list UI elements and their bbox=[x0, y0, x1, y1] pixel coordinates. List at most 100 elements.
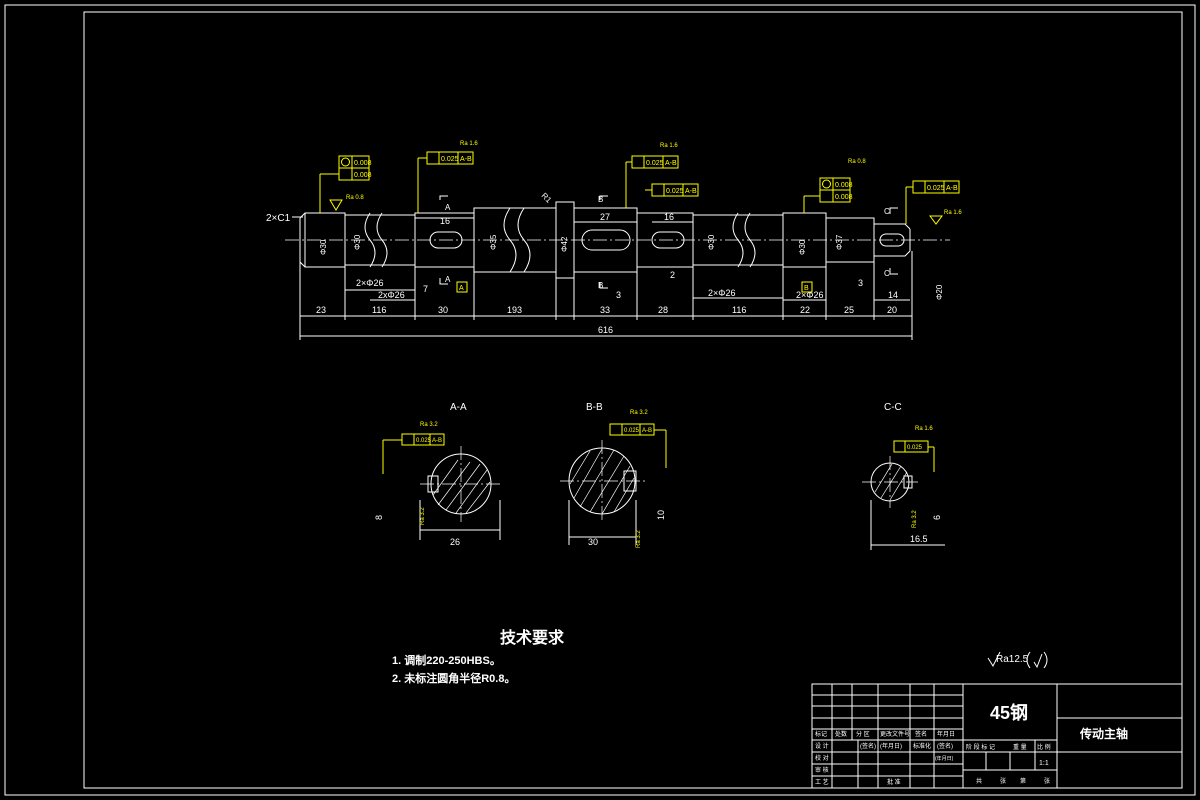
section-mark-a-bottom: A bbox=[445, 275, 451, 284]
roughness-symbol bbox=[987, 651, 1001, 668]
section-mark-b-bottom: B bbox=[598, 281, 603, 290]
section-cc: C-C 0.025 Ra 1.6 16.5 6 Ra 3.2 bbox=[862, 402, 945, 550]
dim-bottom-6: 28 bbox=[658, 305, 668, 315]
tolerance-frame-3: 0.025 A-B bbox=[625, 155, 679, 208]
tolerance-frame-5: 0.008 0.008 bbox=[803, 177, 853, 213]
tech-notes-title: 技术要求 bbox=[500, 628, 565, 647]
dia-label-4: Φ42 bbox=[560, 236, 569, 252]
tb-left-label-4: 工 艺 bbox=[815, 778, 829, 786]
section-mark-b-top: B bbox=[598, 195, 603, 204]
ra-label-1: Ra 0.8 bbox=[346, 195, 364, 201]
dim-bottom-5: 33 bbox=[600, 305, 610, 315]
tb-sign-2: (年月日) bbox=[880, 742, 902, 750]
svg-text:0.025: 0.025 bbox=[416, 438, 432, 444]
dim-bottom-4: 193 bbox=[507, 305, 522, 315]
shaft-outline-top bbox=[299, 201, 911, 230]
tb-sheet-label-3: 第 bbox=[1020, 777, 1026, 785]
datum-a-box bbox=[456, 281, 468, 293]
tb-material: 45钢 bbox=[990, 702, 1028, 723]
tb-row-label-3: 分 区 bbox=[856, 730, 870, 738]
datum-a-label: A bbox=[459, 285, 464, 292]
dim-bottom-8: 22 bbox=[800, 305, 810, 315]
tb-left-label-1: 设 计 bbox=[815, 742, 829, 750]
tech-note-2: 2. 未标注圆角半径R0.8。 bbox=[392, 671, 515, 685]
tolerance-frame-6: 0.025 A-B bbox=[905, 180, 960, 224]
section-mark-c-top: C bbox=[884, 207, 890, 216]
tb-scale-label: 比 例 bbox=[1037, 743, 1051, 751]
dim-bottom-1: 23 bbox=[316, 305, 326, 315]
section-bb-width: 30 bbox=[588, 537, 598, 547]
svg-text:A-B: A-B bbox=[432, 438, 442, 444]
section-aa-title: A-A bbox=[450, 402, 467, 413]
tech-note-1: 1. 调制220-250HBS。 bbox=[392, 653, 501, 667]
svg-text:0.025: 0.025 bbox=[907, 445, 923, 451]
dim-small-8: 16 bbox=[664, 212, 674, 222]
tb-sign-1: (签名) bbox=[860, 742, 876, 750]
dia-label-6: Φ30 bbox=[798, 239, 807, 255]
dia-label-8: Φ20 bbox=[935, 284, 944, 300]
svg-text:0.008: 0.008 bbox=[354, 172, 372, 179]
section-bb-depth: 10 bbox=[656, 510, 666, 520]
dim-small-1: 7 bbox=[423, 284, 428, 294]
tb-sheet-label-1: 共 bbox=[976, 777, 982, 785]
dim-small-7: 27 bbox=[600, 212, 610, 222]
tb-weight-label: 重 量 bbox=[1013, 743, 1027, 751]
section-cc-title: C-C bbox=[884, 402, 902, 413]
svg-text:A-B: A-B bbox=[642, 428, 652, 434]
ra-label-2: Ra 1.6 bbox=[460, 141, 478, 147]
svg-text:0.025: 0.025 bbox=[927, 185, 945, 192]
svg-text:0.008: 0.008 bbox=[354, 160, 372, 167]
dia-label-1: Φ30 bbox=[319, 239, 328, 255]
dim-bottom-7: 116 bbox=[732, 305, 746, 315]
dim-small-3: 2 bbox=[670, 270, 675, 280]
tb-sign-5: (年月日) bbox=[935, 755, 954, 762]
section-bb: B-B 0.025 A-B Ra 3.2 30 10 Ra 3.2 bbox=[560, 402, 667, 548]
svg-text:0.025: 0.025 bbox=[441, 156, 459, 163]
keyway-3 bbox=[651, 231, 685, 249]
dia-label-2: Φ30 bbox=[353, 234, 362, 250]
dim-total: 616 bbox=[598, 325, 613, 335]
tb-left-label-3: 审 核 bbox=[815, 766, 829, 774]
dimension-lines bbox=[299, 217, 913, 340]
section-aa-depth: 8 bbox=[374, 515, 384, 520]
shaft-outline-bottom bbox=[299, 250, 911, 279]
svg-text:Ra 3.2: Ra 3.2 bbox=[420, 422, 438, 428]
dim-bottom-2: 116 bbox=[372, 305, 386, 315]
section-cc-depth: 6 bbox=[932, 515, 942, 520]
dim-bottom-10: 20 bbox=[887, 305, 897, 315]
section-mark-c-bottom: C bbox=[884, 269, 890, 278]
general-roughness: Ra12.5 bbox=[996, 654, 1029, 665]
svg-text:A-B: A-B bbox=[946, 185, 958, 192]
dia-label-5: Φ30 bbox=[707, 234, 716, 250]
svg-text:A-B: A-B bbox=[665, 160, 677, 167]
dim-small-5: 14 bbox=[888, 290, 898, 300]
ra-label-5: Ra 1.6 bbox=[944, 210, 962, 216]
inner-frame bbox=[83, 11, 1183, 789]
tb-row-label-4: 更改文件号 bbox=[880, 730, 910, 738]
dim-small-4: 3 bbox=[858, 278, 863, 288]
tb-row-label-2: 处数 bbox=[835, 730, 847, 738]
svg-text:Ra 3.2: Ra 3.2 bbox=[420, 507, 426, 525]
break-lines bbox=[364, 207, 756, 273]
tolerance-frame-1: 0.008 0.008 bbox=[319, 155, 372, 213]
tb-row-label-1: 标记 bbox=[815, 730, 827, 738]
section-aa-hatch bbox=[432, 459, 491, 514]
dia-label-7: Φ37 bbox=[835, 234, 844, 250]
dim-upper-4: 2×Φ26 bbox=[796, 290, 823, 300]
svg-text:A-B: A-B bbox=[685, 188, 697, 195]
svg-text:Ra 1.6: Ra 1.6 bbox=[915, 426, 933, 432]
outer-frame bbox=[4, 4, 1196, 796]
radius-label: R1 bbox=[540, 191, 554, 205]
tolerance-frame-4: 0.025 A-B bbox=[645, 183, 699, 197]
tb-row-label-6: 年月日 bbox=[937, 730, 955, 738]
datum-b-box bbox=[801, 281, 813, 293]
tb-scale-value: 1:1 bbox=[1039, 760, 1049, 767]
section-bb-hatch bbox=[569, 448, 635, 515]
svg-text:0.025: 0.025 bbox=[624, 428, 640, 434]
tb-sheet-label-4: 张 bbox=[1044, 777, 1050, 785]
dim-bottom-9: 25 bbox=[844, 305, 854, 315]
tb-sign-3: 标准化 bbox=[913, 742, 931, 750]
chamfer-label: 2×C1 bbox=[266, 213, 291, 224]
tb-approve: 批 准 bbox=[887, 778, 901, 786]
